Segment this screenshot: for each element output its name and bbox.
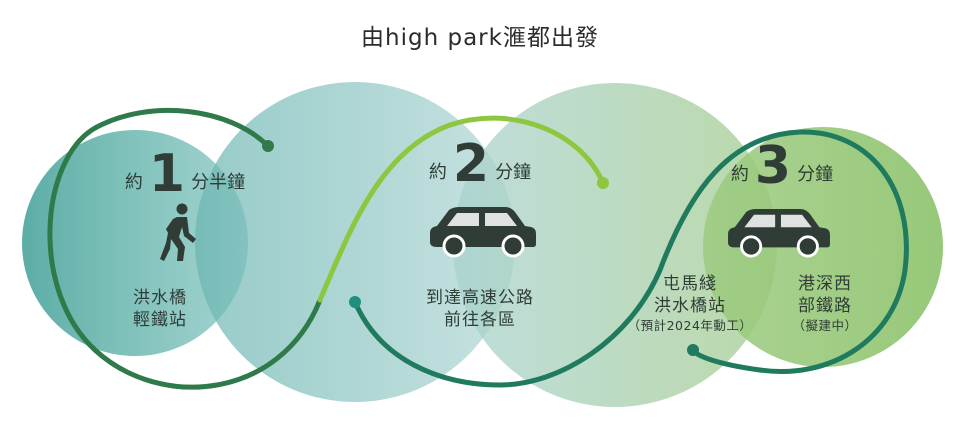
- destination-label-segment-3b: 港深西 部鐵路 （擬建中）: [775, 273, 875, 335]
- curve-end-dot-1: [262, 140, 274, 152]
- label-note: （擬建中）: [792, 318, 858, 333]
- duration-suffix: 分半鐘: [191, 172, 246, 193]
- label-line: 洪水橋: [133, 288, 187, 308]
- destination-label-segment-2: 到達高速公路 前往各區: [405, 287, 555, 331]
- duration-suffix: 分鐘: [797, 164, 834, 185]
- duration-number: 3: [754, 136, 792, 196]
- label-note: （預計2024年動工）: [627, 318, 753, 333]
- duration-segment-2: 約 2 分鐘: [410, 138, 550, 190]
- circle-segment-2-3: [453, 83, 777, 407]
- duration-segment-1: 約 1 分半鐘: [110, 148, 260, 200]
- duration-number: 1: [148, 144, 186, 204]
- curve-end-dot-2: [597, 177, 609, 189]
- duration-number: 2: [452, 134, 490, 194]
- duration-prefix: 約: [428, 162, 447, 183]
- curve-s-lower: [352, 129, 909, 388]
- car-icon: [728, 208, 830, 258]
- car-icon: [430, 207, 536, 258]
- duration-suffix: 分鐘: [495, 162, 532, 183]
- duration-segment-3: 約 3 分鐘: [712, 140, 852, 192]
- page-title: 由high park滙都出發: [361, 25, 599, 51]
- curve-end-dot-3: [349, 296, 361, 308]
- destination-label-segment-3a: 屯馬綫 洪水橋站 （預計2024年動工）: [620, 273, 760, 335]
- circle-segment-1: [22, 130, 248, 356]
- curve-s-middle: [317, 115, 606, 303]
- label-line: 屯馬綫: [663, 274, 717, 294]
- curve-end-dot-4: [687, 344, 699, 356]
- circle-segment-1-2: [195, 82, 515, 402]
- curve-left-loop: [47, 107, 323, 390]
- duration-prefix: 約: [730, 164, 749, 185]
- label-line: 洪水橋站: [654, 296, 726, 316]
- walking-person-icon: [160, 203, 196, 261]
- label-line: 部鐵路: [798, 296, 852, 316]
- label-line: 到達高速公路: [426, 288, 534, 308]
- duration-prefix: 約: [124, 172, 143, 193]
- label-line: 港深西: [798, 274, 852, 294]
- label-line: 輕鐵站: [133, 310, 187, 330]
- label-line: 前往各區: [444, 310, 516, 330]
- destination-label-segment-1: 洪水橋 輕鐵站: [110, 287, 210, 331]
